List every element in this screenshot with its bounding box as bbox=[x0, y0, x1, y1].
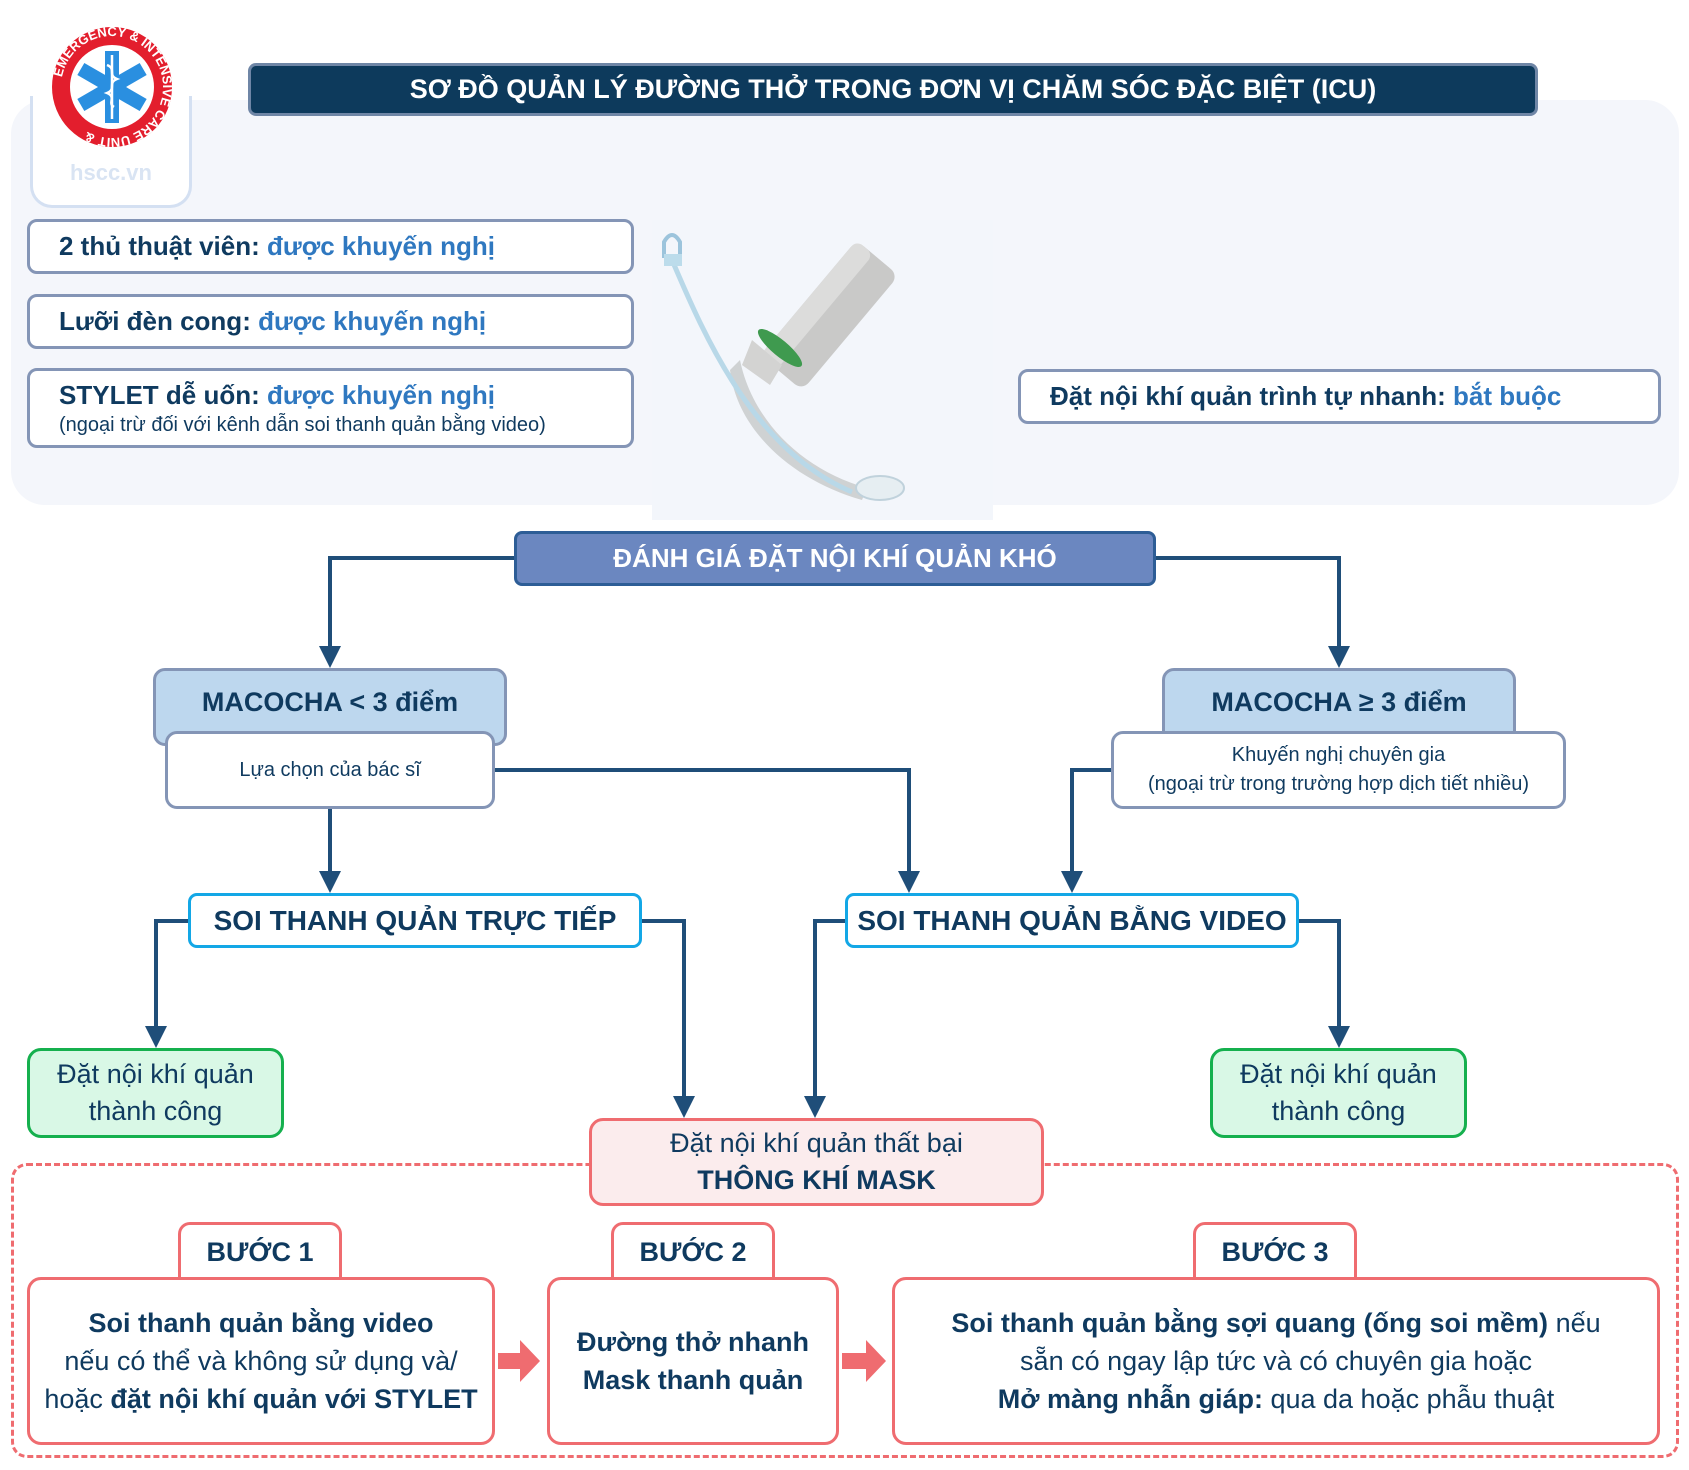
recommendation-note: (ngoại trừ đối với kênh dẫn soi thanh qu… bbox=[59, 413, 546, 436]
step-line: hoặc đặt nội khí quản với STYLET bbox=[44, 1380, 477, 1418]
page-title: SƠ ĐỒ QUẢN LÝ ĐƯỜNG THỞ TRONG ĐƠN VỊ CHĂ… bbox=[248, 63, 1538, 116]
step-text: nếu bbox=[1548, 1308, 1601, 1338]
step-text-bold: đặt nội khí quản với STYLET bbox=[110, 1384, 478, 1414]
failure-line: Đặt nội khí quản thất bại bbox=[670, 1128, 963, 1158]
step-text-bold: Mở màng nhẫn giáp: bbox=[997, 1384, 1263, 1414]
recommendation-label: Lưỡi đèn cong: bbox=[59, 306, 259, 336]
mask-ventilation-label: THÔNG KHÍ MASK bbox=[697, 1165, 936, 1195]
success-line: thành công bbox=[1271, 1096, 1406, 1126]
step-text-bold: Mask thanh quản bbox=[582, 1365, 804, 1395]
arrow-eval-to-macocha-high bbox=[1156, 556, 1341, 646]
arrow-video-to-success bbox=[1299, 919, 1341, 1026]
recommendation-value: được khuyến nghị bbox=[267, 231, 495, 261]
step-line: Đường thở nhanh bbox=[577, 1323, 809, 1361]
rapid-sequence-label: Đặt nội khí quản trình tự nhanh: bbox=[1050, 381, 1454, 411]
emergency-icu-logo-icon: EMERGENCY & INTENSIVE CARE UNIT & bbox=[50, 25, 174, 149]
video-laryngoscopy-box: SOI THANH QUẢN BẰNG VIDEO bbox=[845, 893, 1299, 948]
step-text: hoặc bbox=[44, 1384, 111, 1414]
step-arrow-icon bbox=[498, 1340, 540, 1382]
step-text: nếu có thể và không sử dụng và/ bbox=[64, 1346, 458, 1376]
step-3-box: Soi thanh quản bằng sợi quang (ống soi m… bbox=[892, 1277, 1660, 1445]
physician-choice-text: Lựa chọn của bác sĩ bbox=[239, 758, 421, 781]
success-line: Đặt nội khí quản bbox=[57, 1059, 254, 1089]
step-text-bold: Đường thở nhanh bbox=[577, 1327, 809, 1357]
laryngoscope-icon bbox=[662, 233, 905, 501]
recommendation-label: STYLET dễ uốn: bbox=[59, 379, 267, 410]
arrowhead-icon bbox=[898, 871, 920, 893]
arrowhead-icon bbox=[1328, 646, 1350, 668]
step-line: Mask thanh quản bbox=[583, 1361, 804, 1399]
intubation-success-left: Đặt nội khí quản thành công bbox=[27, 1048, 284, 1138]
step-2-tab: BƯỚC 2 bbox=[611, 1222, 775, 1280]
step-line: sẵn có ngay lập tức và có chuyên gia hoặ… bbox=[1020, 1342, 1532, 1380]
arrowhead-icon bbox=[1061, 871, 1083, 893]
arrow-choice-to-video bbox=[495, 768, 911, 871]
arrowhead-icon bbox=[145, 1026, 167, 1048]
intubation-failure-box: Đặt nội khí quản thất bại THÔNG KHÍ MASK bbox=[589, 1118, 1044, 1206]
recommendation-two-operators: 2 thủ thuật viên: được khuyến nghị bbox=[27, 219, 634, 274]
recommendation-stylet: STYLET dễ uốn: được khuyến nghị (ngoại t… bbox=[27, 368, 634, 448]
arrow-direct-to-success bbox=[154, 919, 188, 1026]
macocha-high-title: MACOCHA ≥ 3 điểm bbox=[1211, 687, 1467, 717]
recommendation-value: được khuyến nghị bbox=[258, 306, 487, 336]
arrowhead-icon bbox=[1328, 1026, 1350, 1048]
difficult-intubation-assessment: ĐÁNH GIÁ ĐẶT NỘI KHÍ QUẢN KHÓ bbox=[514, 531, 1156, 586]
recommendation-curved-blade: Lưỡi đèn cong: được khuyến nghị bbox=[27, 294, 634, 349]
step-line: nếu có thể và không sử dụng và/ bbox=[64, 1342, 457, 1380]
macocha-low-title: MACOCHA < 3 điểm bbox=[201, 687, 459, 717]
step-line: Soi thanh quản bằng sợi quang (ống soi m… bbox=[951, 1304, 1600, 1342]
expert-recommendation-box: Khuyến nghị chuyên gia (ngoại trừ trong … bbox=[1111, 731, 1566, 809]
step-1-box: Soi thanh quản bằng video nếu có thể và k… bbox=[27, 1277, 495, 1445]
step-1-tab: BƯỚC 1 bbox=[178, 1222, 342, 1280]
recommendation-label: 2 thủ thuật viên: bbox=[59, 231, 267, 261]
success-line: Đặt nội khí quản bbox=[1240, 1059, 1437, 1089]
direct-laryngoscopy-box: SOI THANH QUẢN TRỰC TIẾP bbox=[188, 893, 642, 948]
step-text-bold: Soi thanh quản bằng video bbox=[88, 1308, 434, 1338]
arrow-eval-to-macocha-low bbox=[328, 556, 514, 646]
watermark-text: hscc.vn bbox=[70, 160, 152, 185]
step-text: sẵn có ngay lập tức và có chuyên gia hoặ… bbox=[1020, 1346, 1532, 1376]
arrowhead-icon bbox=[804, 1096, 826, 1118]
arrowhead-icon bbox=[319, 871, 341, 893]
arrow-video-to-failure bbox=[813, 919, 845, 1096]
recommendation-value: được khuyến nghị bbox=[267, 379, 495, 410]
step-text-bold: Soi thanh quản bằng sợi quang (ống soi m… bbox=[951, 1308, 1549, 1338]
laryngoscope-illustration bbox=[652, 220, 993, 520]
rapid-sequence-intubation: Đặt nội khí quản trình tự nhanh: bắt buộ… bbox=[1018, 369, 1661, 424]
intubation-success-right: Đặt nội khí quản thành công bbox=[1210, 1048, 1467, 1138]
success-line: thành công bbox=[88, 1096, 223, 1126]
arrow-expert-to-video bbox=[1070, 768, 1111, 871]
step-line: Mở màng nhẫn giáp: qua da hoặc phẫu thuậ… bbox=[998, 1380, 1554, 1418]
expert-recommendation-text: Khuyến nghị chuyên gia bbox=[1231, 744, 1446, 766]
step-arrow-icon bbox=[842, 1340, 886, 1382]
arrowhead-icon bbox=[319, 646, 341, 668]
arrowhead-icon bbox=[673, 1096, 695, 1118]
arrow-direct-to-failure bbox=[642, 919, 686, 1096]
physician-choice-box: Lựa chọn của bác sĩ bbox=[165, 731, 495, 809]
step-text: qua da hoặc phẫu thuật bbox=[1262, 1384, 1555, 1414]
rapid-sequence-value: bắt buộc bbox=[1453, 381, 1562, 411]
step-3-tab: BƯỚC 3 bbox=[1193, 1222, 1357, 1280]
step-line: Soi thanh quản bằng video bbox=[88, 1304, 433, 1342]
expert-recommendation-note: (ngoại trừ trong trường hợp dịch tiết nh… bbox=[1148, 773, 1529, 795]
